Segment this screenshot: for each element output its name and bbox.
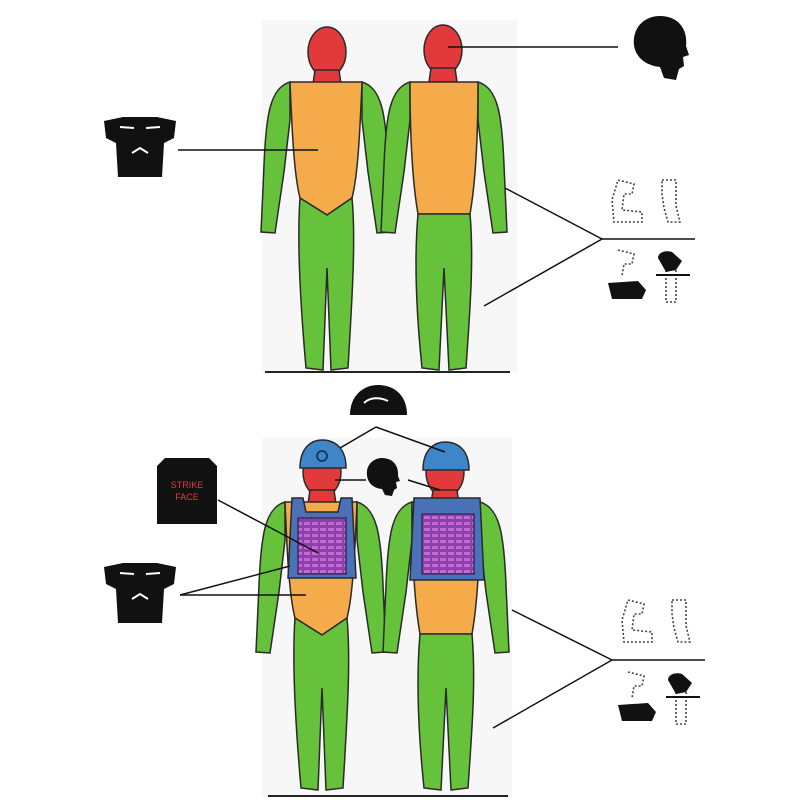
front-figure-armored — [255, 439, 387, 791]
right-arm — [477, 80, 508, 234]
torso-leader-line-upper — [179, 565, 291, 596]
arms-leader-line — [504, 187, 603, 240]
front-figure — [260, 26, 392, 371]
head-silhouette-icon — [633, 16, 689, 80]
left-arm — [260, 80, 291, 234]
strike-face-label-line2: FACE — [175, 492, 199, 502]
limbs-dotted-icon — [621, 599, 692, 643]
left-arm — [382, 500, 413, 654]
legs-region — [298, 196, 355, 371]
legs-region — [415, 213, 473, 371]
top-section — [104, 16, 695, 373]
neck-region — [428, 67, 458, 83]
head-silhouette-icon — [366, 458, 400, 496]
helmet-leader-line-front — [339, 426, 377, 449]
plate-leader-line — [217, 499, 319, 554]
legs-leader-line — [492, 659, 613, 729]
helmet-icon — [350, 385, 407, 415]
limbs-with-pads-icon — [608, 249, 690, 303]
torso-region — [289, 81, 363, 216]
armor-plate-region — [421, 513, 475, 575]
back-figure — [380, 24, 508, 371]
helmet-region — [299, 439, 347, 469]
limbs-with-pads-icon — [618, 671, 700, 725]
right-arm — [356, 500, 387, 654]
legs-region — [417, 633, 475, 791]
torso-region — [409, 81, 479, 215]
helmet-leader-line-back — [375, 426, 446, 453]
left-arm — [380, 80, 411, 234]
strike-face-label-line1: STRIKE — [171, 480, 204, 490]
face-leader-line-back — [407, 479, 441, 491]
limbs-dotted-icon — [611, 179, 682, 223]
helmet-region — [422, 441, 470, 471]
bottom-section: STRIKE FACE — [104, 385, 705, 797]
back-figure-armored — [382, 441, 510, 791]
helmet-mount — [316, 450, 328, 462]
torso-armor-icon — [104, 563, 176, 623]
right-arm — [479, 500, 510, 654]
arms-leader-line — [511, 609, 613, 661]
torso-armor-icon — [104, 117, 176, 177]
legs-leader-line — [483, 238, 603, 307]
legs-region — [293, 616, 350, 791]
armor-plate-icon: STRIKE FACE — [157, 458, 217, 524]
left-arm — [255, 500, 286, 654]
